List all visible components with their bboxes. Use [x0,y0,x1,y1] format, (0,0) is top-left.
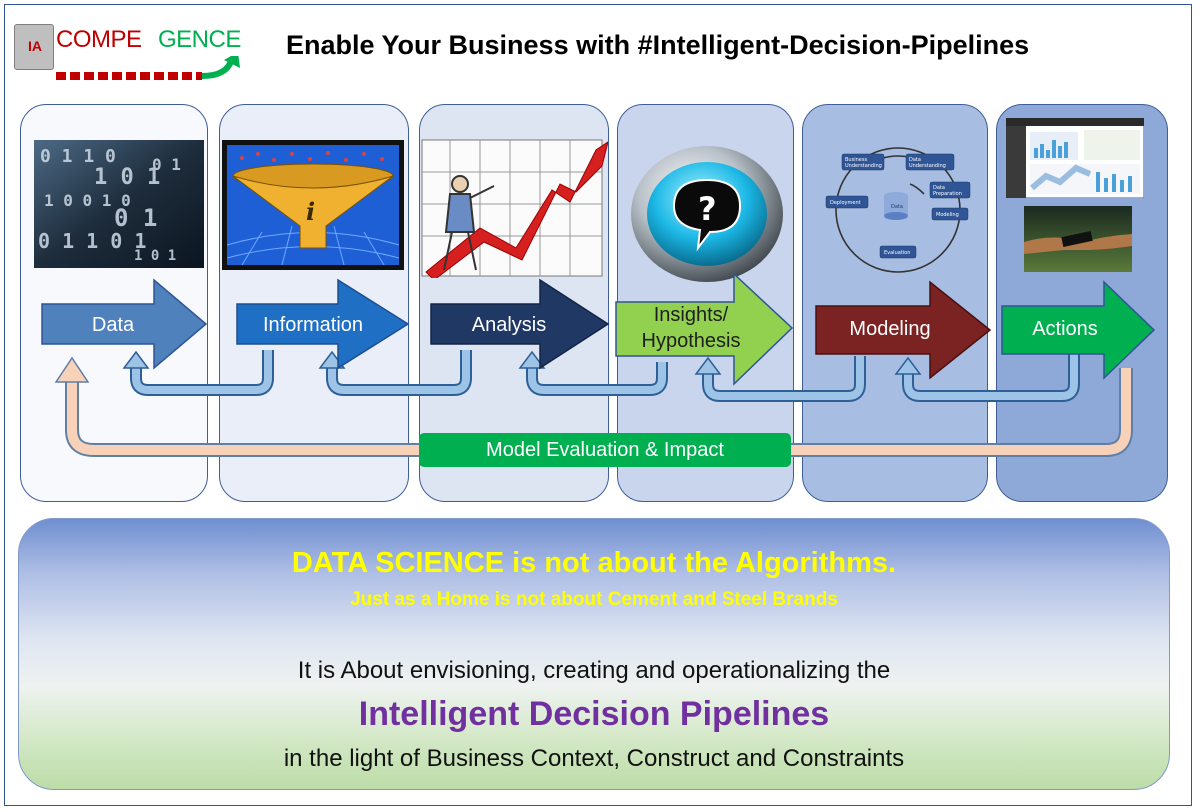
stage-arrow-data [41,278,208,370]
svg-text:?: ? [698,190,717,228]
crisp-label-business-2: Understanding [845,163,882,169]
crisp-label-dp-2: Preparation [933,191,962,197]
crisp-label-modeling: Modeling [936,212,959,218]
crisp-dm-cycle-image: Business Understanding Data Understandin… [825,147,971,273]
page-frame [4,4,1192,806]
crisp-label-evaluation: Evaluation [884,250,910,256]
svg-text:1 0 1: 1 0 1 [94,165,160,190]
svg-text:1 0 1: 1 0 1 [134,248,176,264]
stage-arrow-modeling [815,280,992,380]
crisp-node-deployment [825,195,869,209]
stage-label-insights: Insights/ Hypothesis [616,302,766,354]
svg-text:0 1 1 0 1: 0 1 1 0 1 [38,229,146,253]
crisp-node-modeling [931,207,969,221]
stage-label-data: Data [91,314,135,336]
stage-label-modeling: Modeling [849,318,931,340]
message-subline: Just as a Home is not about Cement and S… [350,589,838,610]
loop-arrowhead-analysis [518,350,546,369]
loop-arrowhead-data [122,350,150,369]
loop-information-to-data [130,350,274,396]
stage-arrow-information [236,278,410,370]
svg-text:0 1: 0 1 [152,155,181,174]
loop-analysis-to-information [326,350,472,396]
stage-arrow-insights [615,272,794,386]
svg-text:i: i [306,197,315,226]
logo-word-part2: GENCE [158,26,241,53]
message-headline: DATA SCIENCE is not about the Algorithms… [291,547,897,579]
stage-label-information: Information [262,314,364,336]
message-line2: in the light of Business Context, Constr… [283,745,905,772]
loop-insights-to-analysis [526,362,668,396]
stage-label-analysis: Analysis [471,314,547,336]
model-evaluation-impact-box: Model Evaluation & Impact [419,433,791,467]
message-emphasis: Intelligent Decision Pipelines [358,695,830,733]
stage-label-actions: Actions [1032,318,1098,340]
svg-text:1 0 0 1 0: 1 0 0 1 0 [44,191,131,210]
logo-swoosh-arrow-icon [56,56,240,80]
crisp-label-du-1: Data [909,157,921,163]
question-bubble-button-image: ? [631,146,783,282]
binary-data-image: 0 1 1 0 1 0 1 1 0 0 1 0 0 1 0 1 1 0 1 1 … [34,140,204,268]
page-title: Enable Your Business with #Intelligent-D… [286,30,1030,60]
loop-arrowhead-insights [694,356,722,375]
stage-arrow-actions [1001,280,1156,380]
ia-logo-text: IA [28,38,42,54]
logo-word-part1: COMPE [56,26,142,53]
information-funnel-image: i [222,140,404,270]
compegence-logo: IA COMPE GENCE [12,22,241,82]
loop-arrowhead-modeling [894,356,922,375]
loop-modeling-to-insights [702,356,866,402]
analysis-growth-sketch-image [421,139,608,278]
crisp-node-data-prep [929,181,971,199]
impact-feedback-arrowhead [54,356,90,383]
crisp-node-data-understanding [905,153,955,171]
crisp-label-data: Data [891,204,903,210]
loop-actions-to-modeling [902,352,1080,402]
dashboard-screenshot-image [1006,118,1144,198]
stage-arrow-analysis [430,278,610,370]
stage-label-insights-line1: Insights/ [653,304,729,326]
svg-text:0 1: 0 1 [114,204,157,232]
handshake-photo-image [1024,206,1132,272]
ia-logo-badge [14,24,54,70]
crisp-node-business [841,153,885,171]
data-science-message-panel: DATA SCIENCE is not about the Algorithms… [18,518,1170,790]
message-line1: It is About envisioning, creating and op… [297,657,891,684]
svg-text:0 1 1 0: 0 1 1 0 [40,146,116,167]
crisp-label-business-1: Business [845,157,867,163]
crisp-label-dp-1: Data [933,185,945,191]
crisp-label-du-2: Understanding [909,163,946,169]
stage-label-insights-line2: Hypothesis [641,330,741,352]
crisp-node-evaluation [879,245,917,259]
crisp-label-deployment: Deployment [830,200,861,206]
